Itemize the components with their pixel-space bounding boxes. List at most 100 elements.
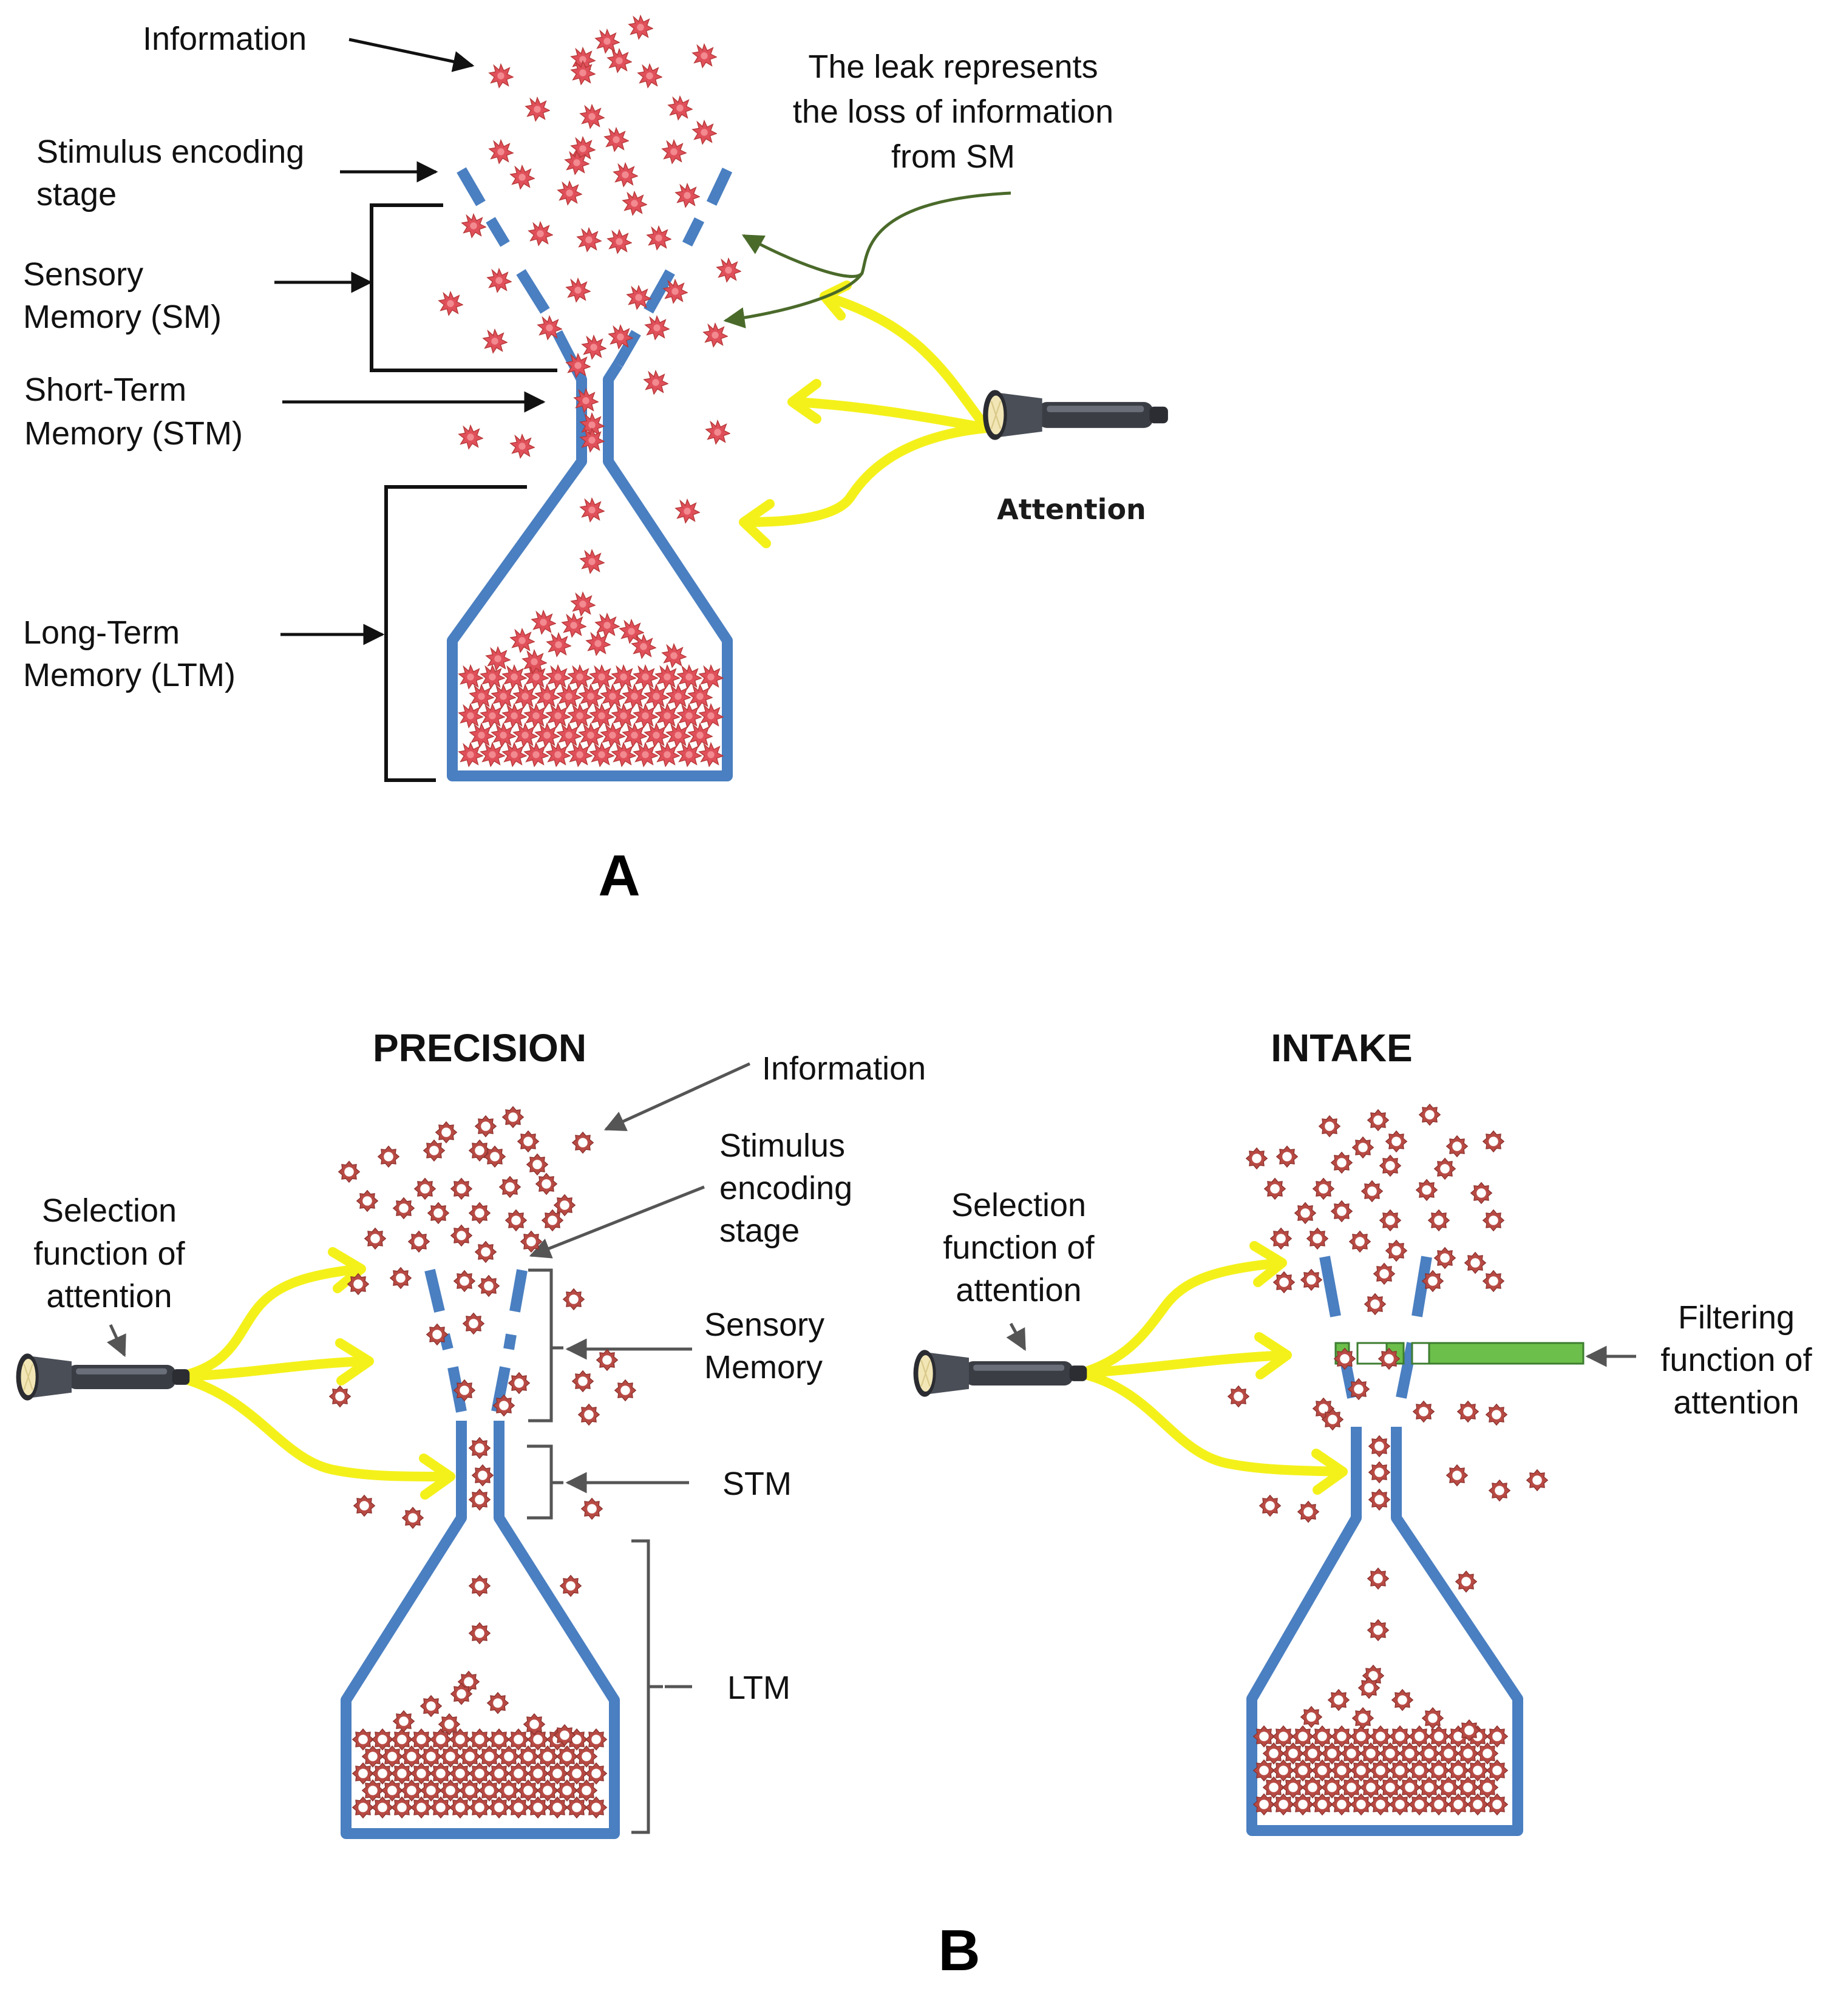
star-particle-icon — [655, 743, 680, 767]
star-particle-icon — [508, 1372, 530, 1394]
star-particle-icon — [531, 610, 556, 634]
star-particle-icon — [527, 1763, 549, 1784]
funnel-a-left-upper-4 — [552, 330, 579, 367]
label-short-term-memory-a-2: Memory (STM) — [24, 415, 243, 452]
pointer-stimulus-precision — [529, 1185, 705, 1259]
star-particle-icon — [1311, 1725, 1333, 1747]
star-particle-icon — [450, 1225, 472, 1246]
star-particle-icon — [347, 1273, 369, 1295]
star-particle-icon — [1352, 1137, 1374, 1158]
star-particle-icon — [427, 1202, 449, 1224]
star-particle-icon — [499, 1176, 521, 1198]
star-particle-icon — [1447, 1793, 1469, 1815]
label-stimulus-encoding-a-1: Stimulus encoding — [36, 134, 304, 170]
filter-segment-3 — [1428, 1342, 1585, 1365]
star-particle-icon — [401, 1780, 423, 1801]
star-particle-icon — [1319, 1115, 1340, 1137]
star-particle-icon — [568, 704, 593, 728]
star-particle-icon — [364, 1228, 386, 1250]
funnel-a-left-upper-3 — [516, 269, 550, 314]
star-particle-icon — [524, 743, 549, 767]
star-particle-icon — [1367, 1109, 1389, 1131]
star-particle-icon — [675, 499, 700, 523]
star-particle-icon — [458, 743, 483, 767]
star-particle-icon — [611, 704, 636, 728]
star-particle-icon — [1292, 1793, 1314, 1815]
star-particle-icon — [393, 1710, 415, 1732]
star-particle-icon — [1272, 1759, 1294, 1781]
funnel-intake-left-1 — [1319, 1256, 1341, 1318]
star-particle-icon — [1253, 1793, 1275, 1815]
star-particle-icon — [527, 1729, 549, 1750]
leak-arrow-upper — [741, 191, 1011, 278]
panel-a: Information Stimulus encoding stage Sens… — [23, 15, 1169, 908]
star-particle-icon — [563, 1288, 585, 1310]
panel-b-precision: PRECISION Selection function of attentio… — [15, 1026, 926, 1839]
star-particle-icon — [1370, 1725, 1391, 1747]
star-particle-icon — [1457, 1401, 1479, 1423]
beam-intake-middle — [1076, 1350, 1291, 1378]
star-particle-icon — [546, 743, 571, 767]
star-particle-icon — [513, 684, 538, 709]
star-particle-icon — [568, 743, 593, 767]
label-attention-a: Attention — [997, 493, 1146, 526]
funnel-a-right-upper-2 — [682, 217, 705, 247]
star-particle-icon — [589, 704, 614, 728]
star-particle-icon — [554, 1724, 576, 1746]
star-particle-icon — [1348, 1378, 1370, 1400]
panel-label-b: B — [938, 1918, 980, 1983]
star-particle-icon — [675, 183, 700, 208]
star-particle-icon — [498, 1780, 520, 1801]
star-particle-icon — [595, 29, 620, 53]
star-particle-icon — [1368, 1435, 1390, 1457]
star-particle-icon — [528, 222, 553, 246]
star-particle-icon — [401, 1746, 423, 1767]
star-particle-icon — [372, 1797, 393, 1818]
star-particle-icon — [488, 1797, 510, 1818]
panel-a-labels: Information Stimulus encoding stage Sens… — [23, 21, 1146, 908]
star-particle-icon — [580, 549, 605, 574]
star-particle-icon — [1483, 1209, 1504, 1231]
star-particle-icon — [576, 1746, 597, 1767]
star-particle-icon — [1428, 1725, 1450, 1747]
star-particle-icon — [542, 1209, 563, 1231]
star-particle-icon — [1489, 1480, 1510, 1501]
label-selection-precision-1: Selection — [42, 1192, 177, 1229]
star-particle-icon — [508, 1763, 529, 1784]
star-particle-icon — [391, 1763, 413, 1784]
star-particle-icon — [1340, 1742, 1362, 1764]
star-particle-icon — [589, 665, 614, 689]
star-particle-icon — [1361, 1180, 1383, 1202]
star-particle-icon — [644, 723, 669, 747]
star-particle-icon — [1368, 1489, 1390, 1511]
star-particle-icon — [1438, 1776, 1459, 1798]
star-particle-icon — [1458, 1719, 1480, 1741]
star-particle-icon — [1340, 1776, 1362, 1798]
star-particle-icon — [502, 743, 527, 767]
star-particle-icon — [381, 1780, 403, 1801]
star-particle-icon — [644, 370, 668, 395]
star-particle-icon — [1526, 1469, 1548, 1491]
star-particle-icon — [1464, 1252, 1486, 1274]
star-particle-icon — [1483, 1270, 1504, 1292]
star-particle-icon — [475, 1115, 497, 1137]
funnel-a-right-upper-4 — [613, 330, 641, 367]
panel-label-a: A — [598, 843, 640, 908]
beam-intake-upper-head — [1249, 1241, 1287, 1287]
star-particle-icon — [1418, 1742, 1440, 1764]
star-particle-icon — [1300, 1269, 1322, 1291]
pointer-information-a — [348, 38, 475, 72]
star-particle-icon — [1389, 1725, 1411, 1747]
beam-intake-lower — [1076, 1368, 1347, 1477]
star-particle-icon — [1438, 1742, 1459, 1764]
star-particle-icon — [438, 291, 463, 316]
star-particle-icon — [1311, 1793, 1333, 1815]
star-particle-icon — [557, 723, 582, 747]
star-particle-icon — [1302, 1742, 1323, 1764]
star-particle-icon — [535, 723, 560, 747]
star-particle-icon — [484, 1146, 506, 1168]
star-particle-icon — [502, 1106, 524, 1128]
attention-beams-intake — [1076, 1241, 1348, 1495]
beam-intake-upper — [1076, 1258, 1286, 1378]
star-particle-icon — [478, 1780, 500, 1801]
